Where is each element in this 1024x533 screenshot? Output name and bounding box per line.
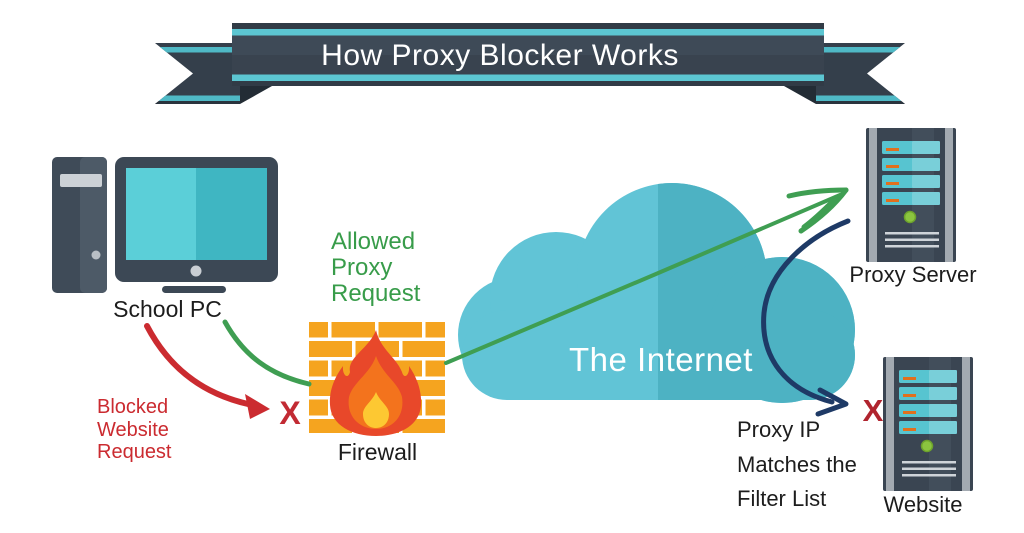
school-pc-label: School PC	[113, 296, 222, 322]
blocked-request-arrow	[144, 323, 270, 419]
website-server-icon	[882, 356, 974, 492]
allowed-request-arrow	[222, 187, 849, 387]
banner-title: How Proxy Blocker Works	[321, 39, 679, 72]
allowed-proxy-request-text: Allowed Proxy Request	[331, 228, 421, 307]
firewall-icon	[309, 322, 445, 436]
website-x-mark: X	[862, 393, 884, 428]
proxy-server-label: Proxy Server	[849, 262, 977, 287]
internet-cloud-icon	[458, 183, 855, 403]
proxy-filter-arrowhead-icon	[815, 387, 849, 417]
pc-tower-icon	[52, 157, 107, 293]
proxy-filter-arrow	[761, 218, 851, 417]
proxy-server-icon	[865, 127, 957, 263]
school-pc-icon	[52, 157, 278, 293]
pc-monitor-icon	[115, 157, 278, 293]
website-label: Website	[883, 492, 963, 517]
flame-icon	[329, 330, 422, 436]
blocked-x-mark: X	[279, 395, 301, 431]
proxy-ip-match-text: Proxy IP Matches the Filter List	[737, 417, 857, 511]
allowed-arrowhead-icon	[786, 187, 849, 234]
blocked-website-request-text: Blocked Website Request	[97, 396, 172, 463]
internet-label: The Internet	[569, 341, 753, 378]
ribbon-banner-icon	[155, 23, 905, 104]
firewall-label: Firewall	[337, 439, 418, 465]
